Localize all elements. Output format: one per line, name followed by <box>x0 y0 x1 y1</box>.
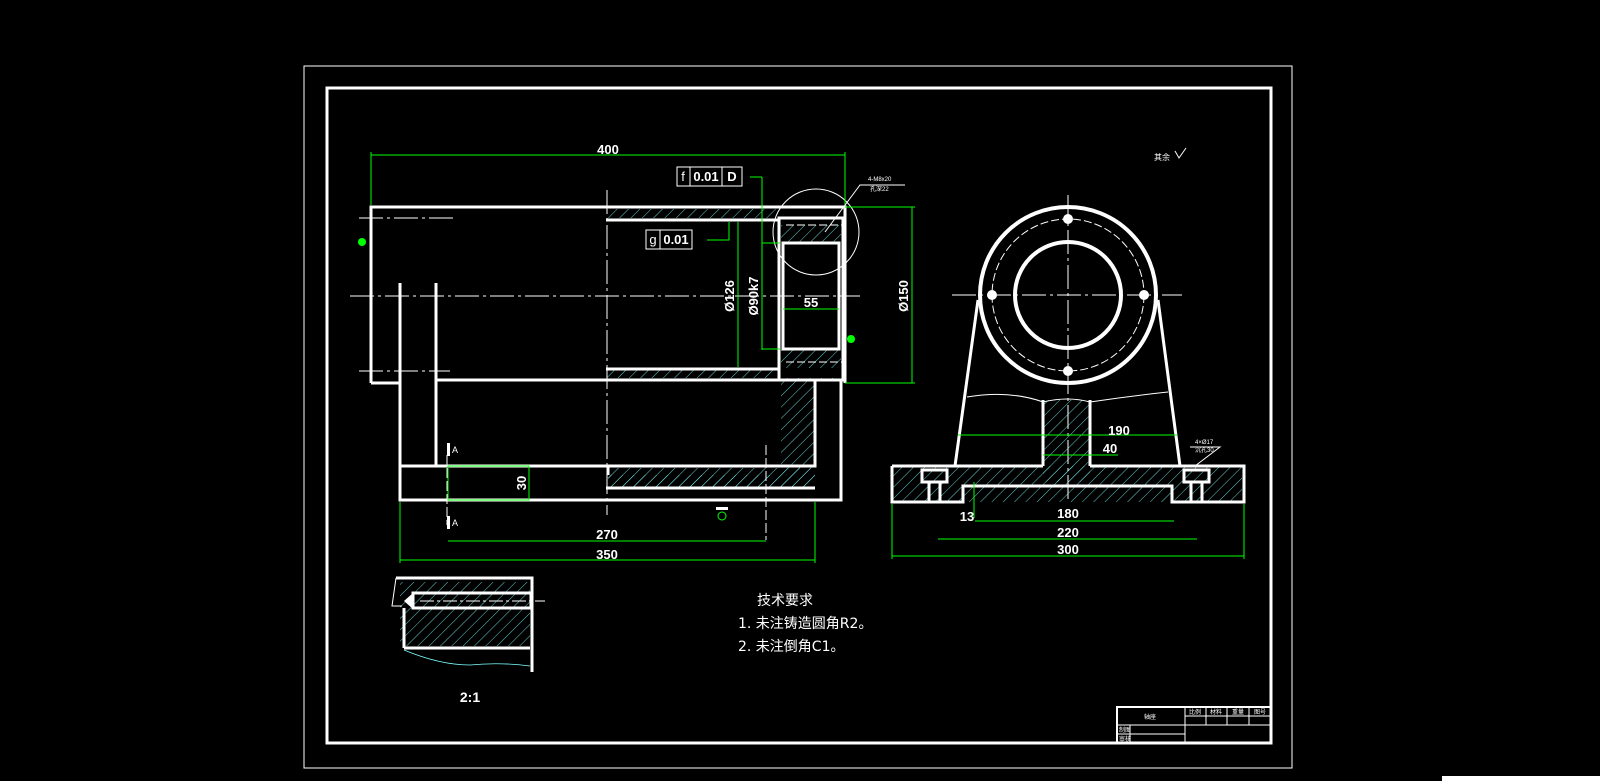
svg-text:g: g <box>649 232 656 247</box>
hole-note-line1: 4-M8x20 <box>868 177 892 183</box>
technical-requirements: 技术要求 1. 未注铸造圆角R2。 2. 未注倒角C1。 <box>738 593 872 655</box>
outer-border <box>303 65 1293 769</box>
side-hole-note-line2: 沉孔30 <box>1195 446 1214 454</box>
dim-270: 270 <box>596 527 618 542</box>
cylindricity-tolerance-frame: g 0.01 <box>645 222 730 250</box>
title-block-header: 图号 <box>1254 709 1266 716</box>
dim-d90k7: Ø90k7 <box>746 276 761 315</box>
requirement-item: 1. 未注铸造圆角R2。 <box>738 616 872 632</box>
datum-symbol <box>847 335 855 343</box>
hatch-bearing-bottom <box>781 349 841 368</box>
hatch-bearing-top <box>781 225 841 243</box>
surface-finish-icon <box>1174 147 1187 159</box>
svg-text:f: f <box>681 169 685 184</box>
section-marker-bottom: A <box>452 518 458 528</box>
side-view: 190 40 13 180 220 300 4×Ø17 沉孔30 <box>890 195 1246 559</box>
detail-view: 2:1 <box>391 576 545 705</box>
dim-180: 180 <box>1057 506 1079 521</box>
svg-text:D: D <box>727 169 736 184</box>
title-block: 轴座 比例 材料 重量 图号 制图 审核 <box>1116 706 1272 744</box>
dim-350: 350 <box>596 547 618 562</box>
dim-30: 30 <box>514 476 529 490</box>
requirement-item: 2. 未注倒角C1。 <box>738 639 845 655</box>
title-block-header: 材料 <box>1210 708 1222 716</box>
svg-text:0.01: 0.01 <box>693 169 718 184</box>
corner-panel <box>1442 776 1600 781</box>
requirements-title: 技术要求 <box>757 593 813 609</box>
datum-symbol <box>358 238 366 246</box>
title-block-row-label: 制图 <box>1119 726 1131 734</box>
detail-scale: 2:1 <box>460 689 480 705</box>
datum-symbol <box>717 511 727 521</box>
dim-d126: Ø126 <box>722 280 737 312</box>
front-view: 400 Ø126 Ø90k7 55 Ø150 30 270 350 f 0.01… <box>350 142 915 563</box>
dim-13: 13 <box>960 509 974 524</box>
title-block-material: 轴座 <box>1144 713 1156 721</box>
surface-finish-note: 其余 <box>1154 152 1170 162</box>
section-marker-top: A <box>452 445 458 455</box>
dim-190: 190 <box>1108 423 1130 438</box>
dim-300: 300 <box>1057 542 1079 557</box>
side-hole-note-line1: 4×Ø17 <box>1195 440 1214 446</box>
runout-tolerance-frame: f 0.01 D <box>676 166 743 187</box>
inner-border <box>325 86 1273 745</box>
title-block-row-label: 审核 <box>1119 735 1131 743</box>
dim-55: 55 <box>804 295 818 310</box>
dim-d150: Ø150 <box>896 280 911 312</box>
dim-400: 400 <box>597 142 619 157</box>
title-block-header: 重量 <box>1232 708 1244 716</box>
detail-circle <box>772 188 860 276</box>
title-block-header: 比例 <box>1189 708 1201 716</box>
hole-note-line2: 孔深22 <box>870 185 889 193</box>
hatch-top <box>606 209 776 218</box>
dim-40: 40 <box>1103 441 1117 456</box>
svg-text:0.01: 0.01 <box>663 232 688 247</box>
dim-220: 220 <box>1057 525 1079 540</box>
hatch-bottom <box>606 369 776 378</box>
